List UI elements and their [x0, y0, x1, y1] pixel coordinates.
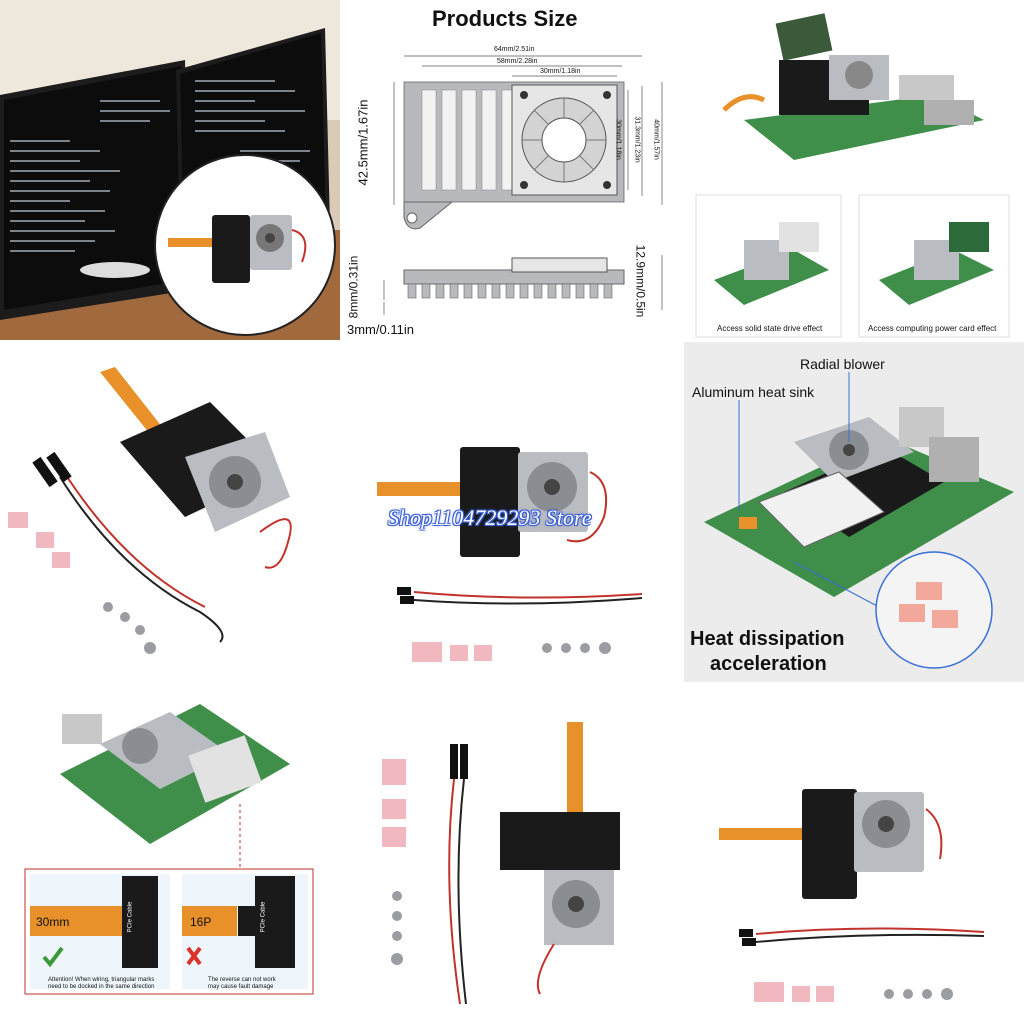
pcie-label-ok: PCIe Cable — [127, 901, 134, 933]
bad-note-line2: may cause fault damage — [208, 984, 274, 990]
cable-ok-label: 30mm — [36, 915, 70, 929]
kit-angled-photo — [0, 342, 340, 682]
wiring-guide: 30mm 16P PCIe Cable PCIe Cable Attention… — [0, 684, 340, 1024]
cable-bad-label: 16P — [190, 915, 212, 929]
card-caption: Access computing power card effect — [868, 324, 997, 333]
bad-note-line1: The reverse can not work — [208, 977, 276, 983]
dim-12-9: 12.9mm/0.5in — [633, 244, 648, 318]
dim-40: 40mm/1.57in — [652, 119, 660, 160]
heat-dissipation-panel: Radial blower Aluminum heat sink Heat di… — [684, 342, 1024, 682]
dim-42-5: 42.5mm/1.67in — [355, 99, 371, 186]
dim-30h: 30mm/1.18in — [614, 119, 622, 160]
access-effects: Access solid state drive effect Access c… — [684, 0, 1024, 340]
products-size-drawing: Products Size — [342, 0, 682, 340]
dim-8: 8mm/0.31in — [346, 255, 361, 319]
ok-note-line1: Attention! When wiring, triangular marks — [48, 977, 155, 983]
monitors-photo — [0, 0, 340, 340]
radial-blower-label: Radial blower — [800, 356, 885, 372]
kit-flat-photo — [342, 342, 682, 682]
heat-sink-label: Aluminum heat sink — [692, 384, 815, 400]
ssd-caption: Access solid state drive effect — [717, 324, 823, 333]
pcie-label-bad: PCIe Cable — [260, 901, 267, 933]
ok-note-line2: need to be docked in the same direction — [48, 984, 155, 990]
products-size-title: Products Size — [432, 6, 578, 31]
dim-58: 58mm/2.28in — [497, 58, 538, 65]
kit-flat-photo-2 — [684, 684, 1024, 1024]
dim-30w: 30mm/1.18in — [540, 68, 581, 75]
dim-64: 64mm/2.51in — [494, 46, 535, 53]
dim-3: 3mm/0.11in — [347, 322, 414, 337]
store-watermark: Shop1104729293 Store — [388, 505, 592, 530]
dim-31-3: 31.3mm/1.23in — [633, 116, 641, 163]
heat-dissipation-line2: acceleration — [710, 653, 827, 675]
kit-vertical-photo — [342, 684, 682, 1024]
heat-dissipation-line1: Heat dissipation — [690, 628, 845, 650]
